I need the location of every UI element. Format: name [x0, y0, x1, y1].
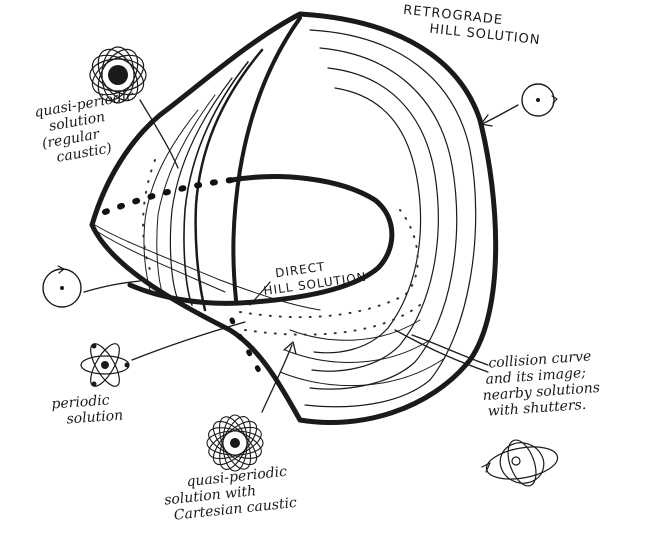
cone-surface-contour [97, 231, 226, 293]
cone-meridian [194, 48, 264, 312]
outer-boundary-curve [89, 11, 499, 425]
pointer-line [481, 104, 519, 125]
circle-orbit-icon [42, 265, 82, 308]
surface-contour [289, 319, 421, 341]
periodic-orbit-track [229, 317, 265, 381]
rosette-orbit-icon [89, 46, 147, 104]
pointer-line [131, 321, 246, 361]
cone-meridian [169, 77, 233, 301]
collision-curve-label: collision curve and its image; nearby so… [482, 348, 601, 420]
surface-contour [304, 29, 477, 408]
periodic-orbit-track [102, 177, 235, 215]
surface-contour [313, 87, 422, 354]
arrow-head [480, 114, 493, 127]
cone-surface-contour [94, 224, 321, 311]
pointer-line [394, 329, 489, 373]
inner-orbit-dots [239, 209, 419, 319]
cartesian-caustic-icon [206, 414, 264, 472]
retrograde-hill-arc [231, 16, 302, 302]
pointer-line [249, 281, 271, 306]
pointer-line [411, 334, 489, 366]
inner-orbit-dots [142, 159, 156, 271]
arrow-head [283, 341, 297, 355]
surface-contour [279, 357, 446, 387]
periodic-label: periodic solution [50, 392, 124, 428]
surface-contour [284, 339, 431, 363]
pointer-line [261, 344, 293, 413]
pointer-line [139, 99, 179, 169]
cone-meridian [183, 61, 249, 306]
surface-contour [311, 67, 439, 372]
circle-orbit-icon [521, 83, 558, 117]
cone-meridian [156, 94, 216, 296]
surface-contour [309, 47, 458, 390]
cone-meridian [143, 109, 199, 291]
collision-curve [127, 174, 395, 306]
periodic-orbit-icon [80, 343, 130, 387]
pointer-line [83, 280, 141, 293]
shutter-orbit-icon [481, 439, 559, 487]
inner-orbit-dots [244, 304, 421, 336]
